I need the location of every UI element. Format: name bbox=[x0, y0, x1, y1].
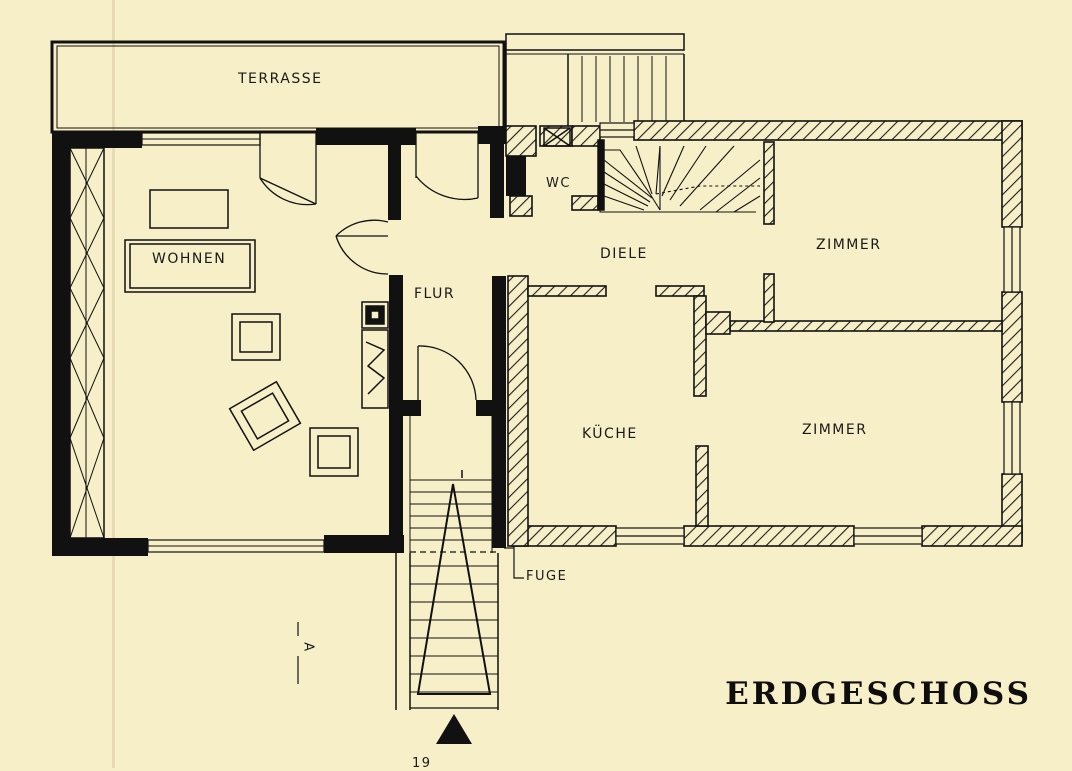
wc-fixture bbox=[543, 127, 605, 211]
garden-stairs bbox=[505, 33, 685, 126]
doors-left bbox=[259, 132, 479, 401]
chimney bbox=[361, 301, 389, 409]
room-label-terrasse: TERRASSE bbox=[238, 71, 323, 87]
east-windows bbox=[599, 122, 1021, 545]
room-label-wc: WC bbox=[546, 176, 571, 191]
entrance-stairs bbox=[395, 416, 499, 710]
living-wing-walls bbox=[52, 126, 526, 556]
spiral-stair bbox=[599, 145, 761, 213]
room-label-zimmer-south: ZIMMER bbox=[802, 422, 868, 438]
terrace bbox=[50, 40, 506, 134]
fuge-label: FUGE bbox=[526, 569, 568, 584]
floor-title: ERDGESCHOSS bbox=[725, 676, 1032, 712]
east-wing-walls bbox=[505, 120, 1023, 547]
living-furniture bbox=[124, 189, 359, 477]
north-arrow-icon bbox=[436, 714, 472, 744]
room-label-wohnen: WOHNEN bbox=[152, 251, 227, 267]
living-windows bbox=[69, 132, 325, 553]
room-label-zimmer-north: ZIMMER bbox=[816, 237, 882, 253]
room-label-kueche: KÜCHE bbox=[582, 426, 638, 442]
page-number: 19 bbox=[412, 756, 432, 771]
room-label-flur: FLUR bbox=[414, 286, 456, 302]
paper-fold bbox=[112, 0, 115, 768]
annotation-marks bbox=[297, 546, 524, 684]
section-marker-a: A bbox=[300, 642, 316, 653]
room-label-diele: DIELE bbox=[600, 246, 648, 262]
